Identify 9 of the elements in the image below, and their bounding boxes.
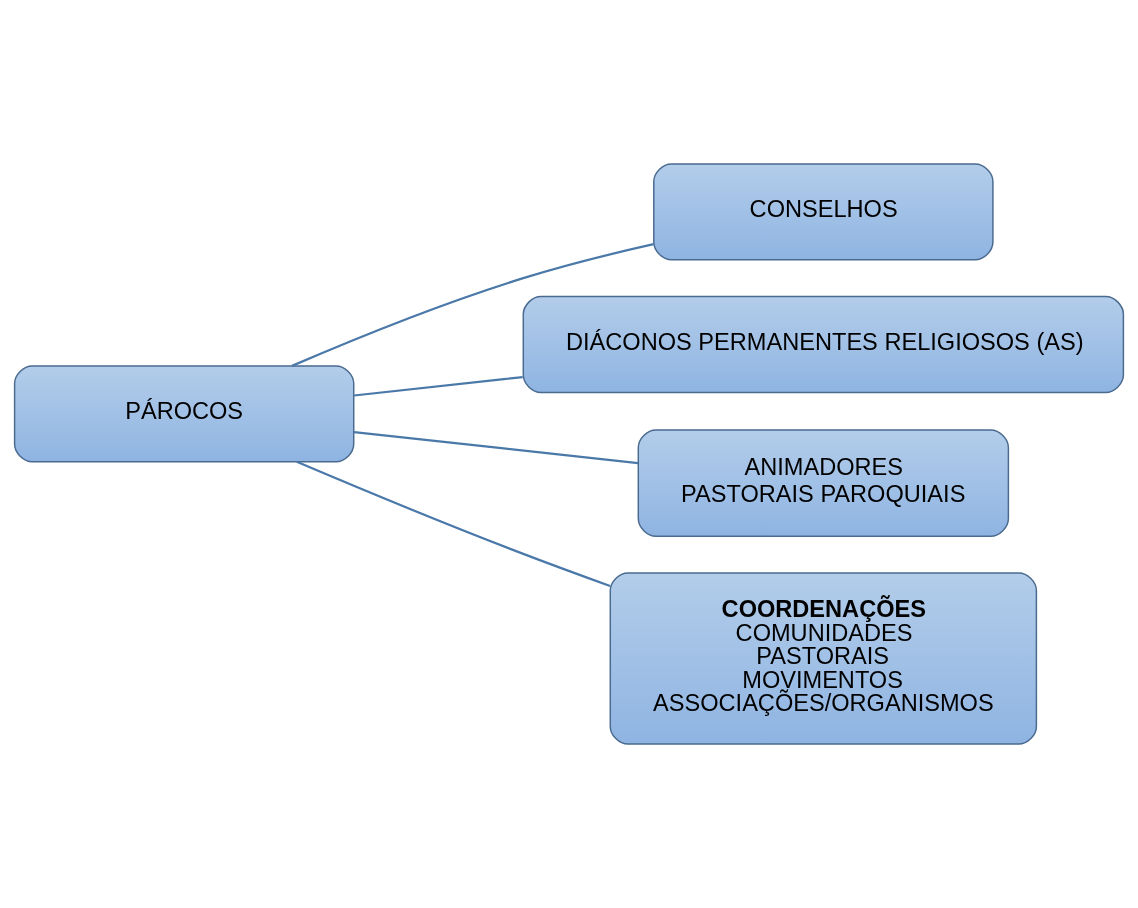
connector	[353, 431, 639, 465]
node-box: PÁROCOS	[13, 365, 355, 463]
connector	[296, 460, 611, 587]
node-box: COORDENAÇÕES COMUNIDADES PASTORAIS MOVIMENTOS ASSOCIAÇÕES/ORGANISMOS	[609, 572, 1038, 745]
node-box: DIÁCONOS PERMANENTES RELIGIOSOS (AS)	[522, 295, 1125, 394]
connector	[353, 376, 523, 397]
node-box: CONSELHOS	[653, 163, 994, 261]
connector	[291, 243, 654, 367]
node-box: ANIMADORES PASTORAIS PAROQUIAIS	[637, 429, 1010, 537]
